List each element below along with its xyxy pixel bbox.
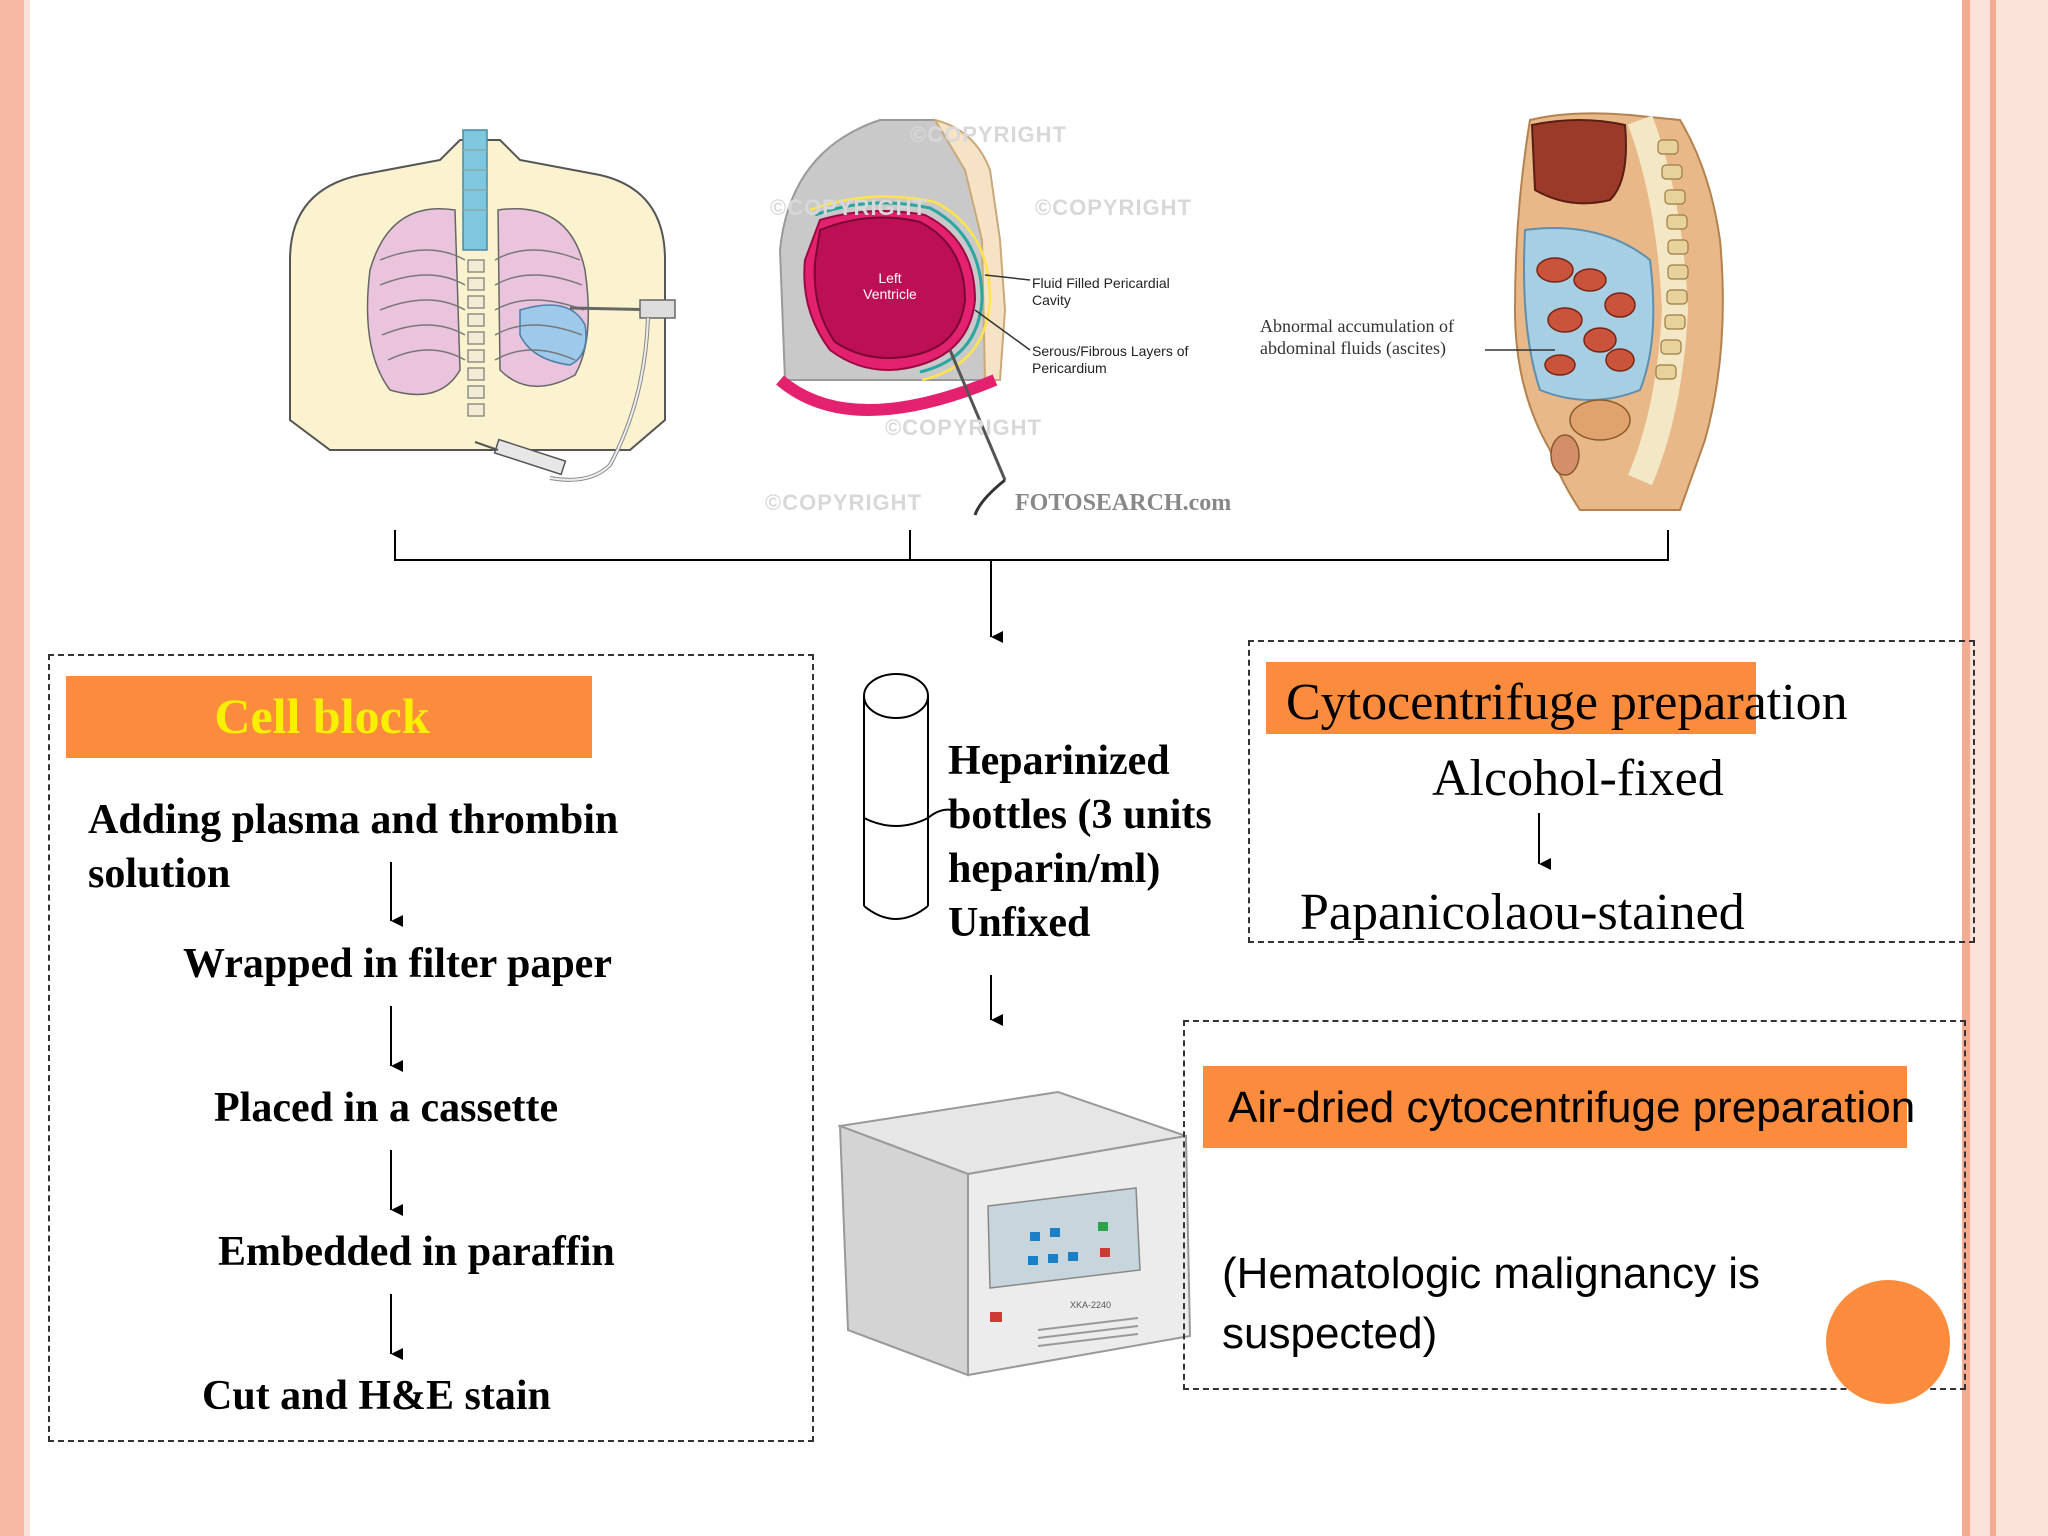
fluid-cavity-label: Fluid Filled Pericardial Cavity [1032, 275, 1170, 308]
cell-block-title: Cell block [214, 688, 430, 744]
orange-circle [1826, 1280, 1950, 1404]
watermark-3: ©COPYRIGHT [770, 195, 927, 220]
cell-block-step-1: Adding plasma and thrombin solution [88, 797, 619, 897]
pericardial-illustration: Left Ventricle Fluid Filled Pericardial … [760, 110, 1231, 530]
ascites-label-pointer [1485, 349, 1555, 351]
air-dried-title: Air-dried cytocentrifuge preparation [1228, 1083, 1916, 1132]
left-ventricle-label: Left Ventricle [863, 270, 917, 302]
bottle-text-line-3: heparin/ml) [948, 846, 1161, 892]
bracket-line [394, 530, 1669, 561]
cytocentrifuge-box [1248, 640, 1975, 943]
cytocentrifuge-step-1: Alcohol-fixed [1432, 750, 1724, 807]
cell-block-step-3: Placed in a cassette [214, 1085, 559, 1131]
right-border-line [1962, 0, 1970, 1536]
cell-block-step-4: Embedded in paraffin [218, 1229, 615, 1275]
pericardial-drawing [776, 118, 1031, 516]
bottle-text-line-2: bottles (3 units [948, 792, 1212, 838]
cell-block-box [48, 654, 814, 1442]
centrifuge-icon: XKA-2240 [838, 1090, 1192, 1377]
thoracentesis-illustration [289, 129, 676, 482]
right-border-line-2 [1990, 0, 1996, 1536]
bottle-icon [863, 673, 953, 920]
ascites-label: Abnormal accumulation of abdominal fluid… [1260, 316, 1454, 358]
air-dried-title-bar [1203, 1066, 1907, 1148]
air-dried-note: (Hematologic malignancy is suspected) [1222, 1249, 1760, 1358]
pericardium-layers-label: Serous/Fibrous Layers of Pericardium [1032, 343, 1189, 376]
right-border-band [1962, 0, 2048, 1536]
watermark-2: ©COPYRIGHT [1035, 195, 1192, 220]
air-dried-box [1183, 1020, 1966, 1390]
left-border-stripe [0, 0, 24, 1536]
source-watermark: FOTOSEARCH.com [1015, 490, 1232, 516]
cytocentrifuge-title-bar [1266, 662, 1756, 734]
bottle-text-line-4: Unfixed [948, 900, 1091, 946]
cytocentrifuge-title: Cytocentrifuge preparation [1286, 674, 1848, 731]
watermark-4: ©COPYRIGHT [885, 415, 1042, 440]
cell-block-step-5: Cut and H&E stain [202, 1373, 551, 1419]
left-border-inner [24, 0, 30, 1536]
watermark-5: ©COPYRIGHT [765, 490, 922, 515]
bottle-text-line-1: Heparinized [948, 738, 1170, 784]
abdomen-drawing [1513, 112, 1724, 511]
cytocentrifuge-step-2: Papanicolaou-stained [1300, 884, 1745, 941]
cell-block-step-2: Wrapped in filter paper [183, 941, 612, 987]
watermark-1: ©COPYRIGHT [910, 122, 1067, 147]
ascites-illustration: Abnormal accumulation of abdominal fluid… [1260, 110, 1740, 530]
centrifuge-model-text: XKA-2240 [1070, 1300, 1111, 1310]
cell-block-title-bar: Cell block [66, 676, 592, 758]
